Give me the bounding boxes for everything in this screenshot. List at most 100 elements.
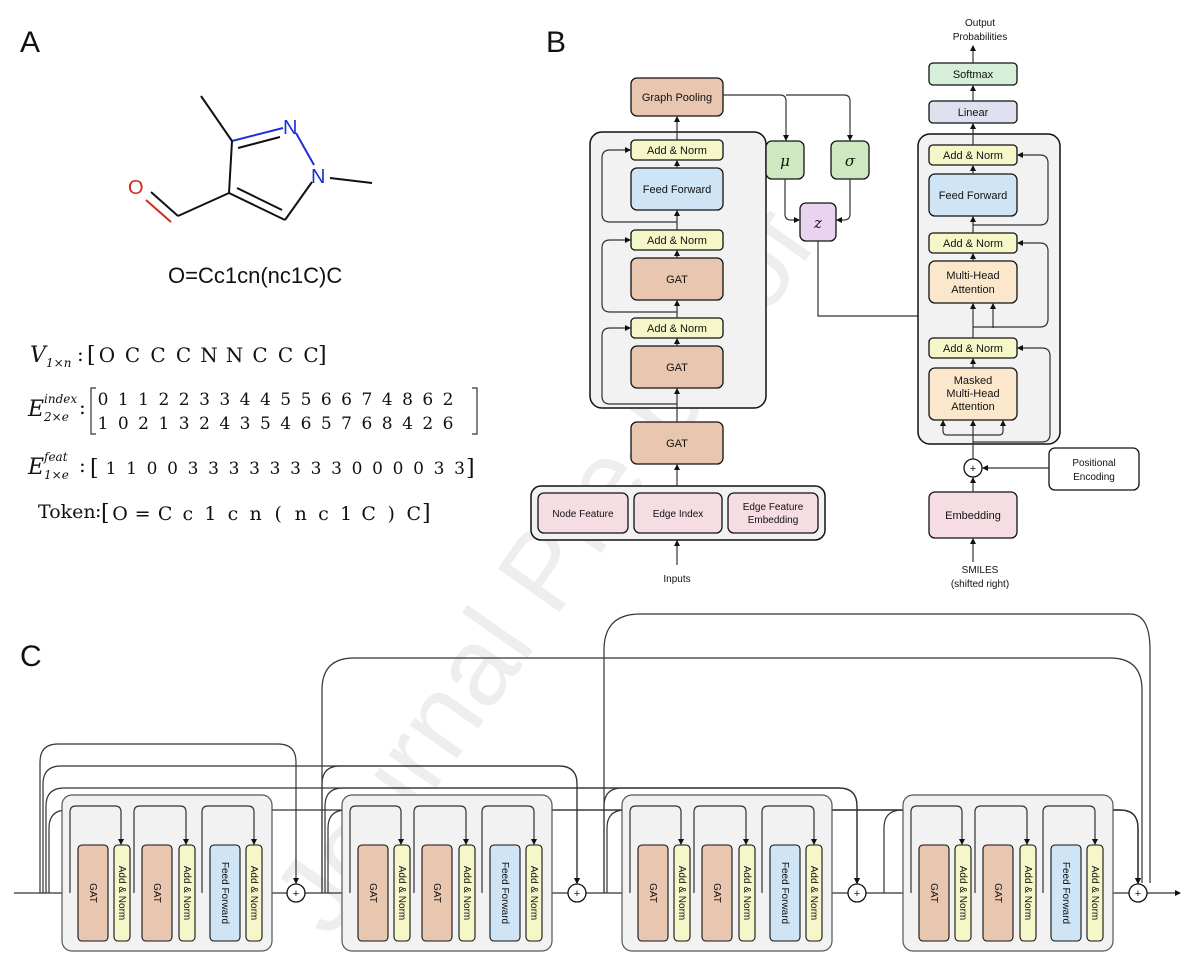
masked-label-1: Masked: [954, 375, 993, 387]
e-index-value: 3: [240, 414, 251, 434]
e-feat-value: 3: [331, 459, 342, 479]
dec-add-norm-low-label: Add & Norm: [943, 343, 1003, 355]
enc-add-norm-mid-label: Add & Norm: [647, 235, 707, 247]
feed-forward-box: [489, 844, 521, 942]
e-index-value: 4: [402, 414, 413, 434]
gat-box: [701, 844, 733, 942]
mu-label: μ: [780, 152, 790, 170]
add-norm-box-label: Add & Norm: [528, 866, 539, 920]
v-value: C: [252, 343, 267, 367]
gat-box-label: GAT: [928, 883, 939, 903]
v-bracket-close: ]: [318, 343, 327, 368]
token-value: 1: [204, 503, 216, 525]
edge-feature-label-1: Edge Feature: [743, 502, 804, 513]
token-value: c: [182, 503, 193, 525]
gat-box: [77, 844, 109, 942]
e-index-value: 8: [402, 390, 413, 410]
e-feat-bracket-open: [: [90, 456, 99, 481]
e-index-value: 5: [280, 390, 291, 410]
gat-box: [141, 844, 173, 942]
e-index-label: E: [27, 397, 44, 422]
add-norm-box: [1019, 844, 1037, 942]
gat-box: [918, 844, 950, 942]
e-feat-value: 3: [454, 459, 465, 479]
v-value: N: [200, 343, 218, 367]
e-feat-bracket-close: ]: [466, 456, 475, 481]
gat-box-label: GAT: [151, 883, 162, 903]
e-index-value: 8: [382, 414, 393, 434]
dec-add-norm-mid-label: Add & Norm: [943, 238, 1003, 250]
add-norm-box: [113, 844, 131, 942]
plus-sign: +: [970, 463, 976, 475]
e-index-value: 6: [361, 414, 372, 434]
e-index-value: 0: [98, 390, 109, 410]
residual-connection: [201, 805, 257, 893]
atom-nitrogen-2: N: [311, 166, 325, 188]
plus-circle-icon: [286, 883, 306, 903]
z-label: z: [813, 214, 822, 232]
e-index-value: 2: [158, 390, 169, 410]
softmax-label: Softmax: [953, 69, 994, 81]
plus-sign: +: [854, 888, 860, 900]
token-value: n: [249, 503, 261, 525]
e-index-value: 5: [301, 390, 312, 410]
e-index-value: 2: [138, 414, 149, 434]
e-index-value: 0: [118, 414, 129, 434]
e-index-value: 1: [138, 390, 149, 410]
v-value: C: [176, 343, 191, 367]
token-value: 1: [340, 503, 352, 525]
token-value: ): [387, 503, 394, 525]
v-value: N: [226, 343, 244, 367]
e-index-value: 6: [422, 390, 433, 410]
feed-forward-box: [209, 844, 241, 942]
edge-index-box: [633, 492, 723, 534]
add-norm-box: [954, 844, 972, 942]
e-index-superscript: index: [44, 392, 77, 406]
edge-feature-label-2: Embedding: [748, 515, 799, 526]
add-norm-box-label: Add & Norm: [1089, 866, 1100, 920]
e-index-value: 7: [361, 390, 372, 410]
e-index-value: 3: [199, 390, 210, 410]
e-feat-value: 0: [393, 459, 404, 479]
residual-connection: [349, 805, 404, 893]
v-subscript: 1×n: [46, 356, 71, 370]
e-feat-superscript: feat: [43, 450, 68, 464]
v-bracket-open: [: [87, 343, 96, 368]
smiles-string: O=Cc1cn(nc1C)C: [168, 263, 342, 288]
e-index-value: 4: [382, 390, 393, 410]
e-index-value: 6: [443, 414, 454, 434]
token-value: C: [361, 503, 376, 525]
outer-skip-arc: [321, 657, 1143, 893]
e-index-value: 6: [321, 390, 332, 410]
node-feature-box: [537, 492, 629, 534]
add-norm-box-label: Add & Norm: [248, 866, 259, 920]
e-index-value: 2: [179, 390, 190, 410]
gat-box: [357, 844, 389, 942]
outer-skip-arc: [603, 613, 1151, 893]
e-feat-value: 3: [208, 459, 219, 479]
e-feat-value: 3: [270, 459, 281, 479]
add-norm-box-label: Add & Norm: [676, 866, 687, 920]
gat-box: [982, 844, 1014, 942]
embedding-label: Embedding: [945, 510, 1001, 522]
plus-circle-icon: [1128, 883, 1148, 903]
e-feat-label: E: [27, 455, 44, 480]
e-index-value: 3: [219, 390, 230, 410]
encoder-connectors: [601, 116, 680, 565]
panel-label-a: A: [20, 26, 40, 59]
positional-encoding-box: [1048, 447, 1140, 491]
smiles-input-label-1: SMILES: [962, 565, 999, 576]
plus-sign: +: [1135, 888, 1141, 900]
residual-connection: [761, 805, 817, 893]
e-feat-value: 3: [311, 459, 322, 479]
token-value: c: [318, 503, 329, 525]
